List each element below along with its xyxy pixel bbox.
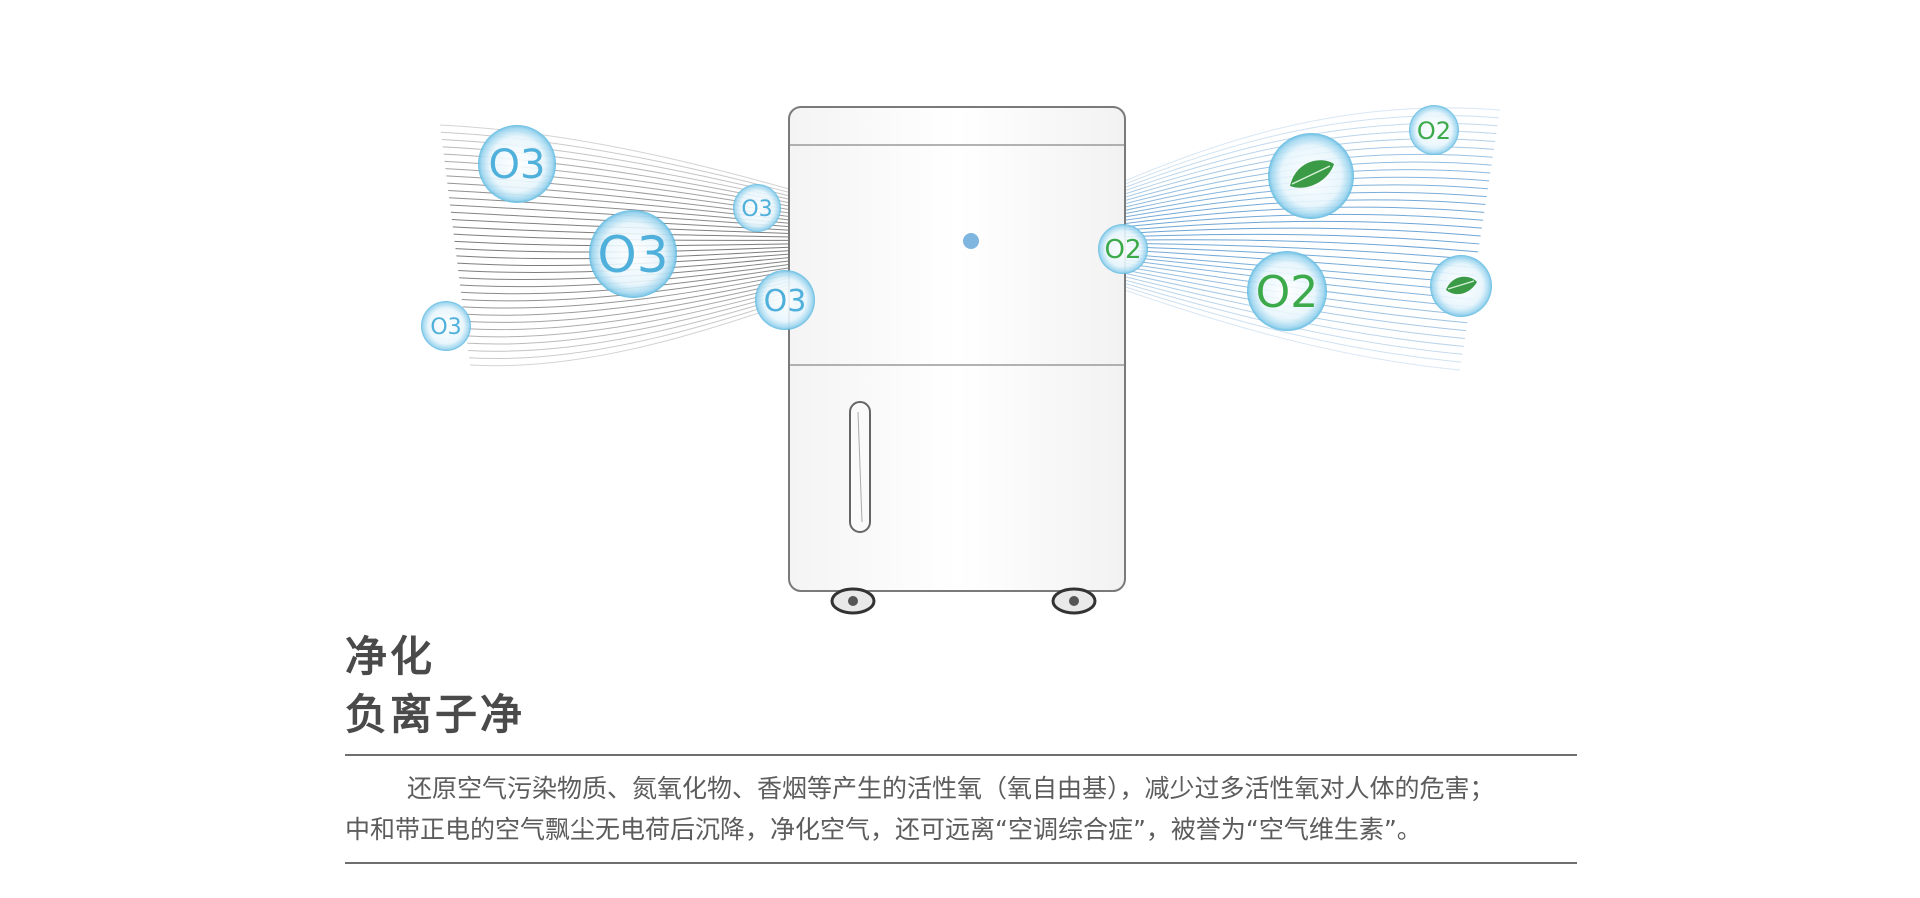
oxygen-bubble-icon: O2 [1409, 105, 1459, 155]
svg-text:O3: O3 [489, 142, 546, 188]
ion-emitter [963, 233, 979, 249]
divider-top [345, 754, 1577, 756]
svg-text:O2: O2 [1417, 117, 1451, 145]
leaf-icon [1430, 255, 1492, 317]
wheel-icon [830, 587, 876, 615]
svg-text:O2: O2 [1256, 267, 1319, 318]
ozone-bubble-icon: O3 [755, 270, 815, 330]
oxygen-bubble-icon: O2 [1098, 224, 1148, 274]
section-subtitle: 负离子净 [345, 690, 526, 739]
svg-text:O2: O2 [1104, 235, 1141, 265]
wheel-icon [1051, 587, 1097, 615]
ozone-bubble-icon: O3 [589, 210, 677, 298]
leaf-icon [1268, 133, 1354, 219]
description-line: 还原空气污染物质、氮氧化物、香烟等产生的活性氧（氧自由基），减少过多活性氧对人体… [407, 774, 1495, 803]
feature-section: 净化 负离子净 还原空气污染物质、氮氧化物、香烟等产生的活性氧（氧自由基），减少… [345, 628, 1577, 864]
description-line: 中和带正电的空气飘尘无电荷后沉降，净化空气，还可远离“空调综合症”，被誉为“空气… [345, 815, 1422, 844]
svg-text:O3: O3 [764, 284, 807, 319]
svg-text:O3: O3 [741, 197, 772, 222]
divider-bottom [345, 862, 1577, 864]
dehumidifier-device [788, 106, 1126, 615]
svg-text:O3: O3 [597, 226, 668, 284]
ozone-bubble-icon: O3 [478, 125, 556, 203]
ozone-bubble-icon: O3 [733, 184, 781, 232]
svg-text:O3: O3 [430, 315, 461, 340]
ozone-bubble-icon: O3 [421, 301, 471, 351]
oxygen-bubble-icon: O2 [1247, 251, 1327, 331]
section-title: 净化 [345, 632, 436, 681]
